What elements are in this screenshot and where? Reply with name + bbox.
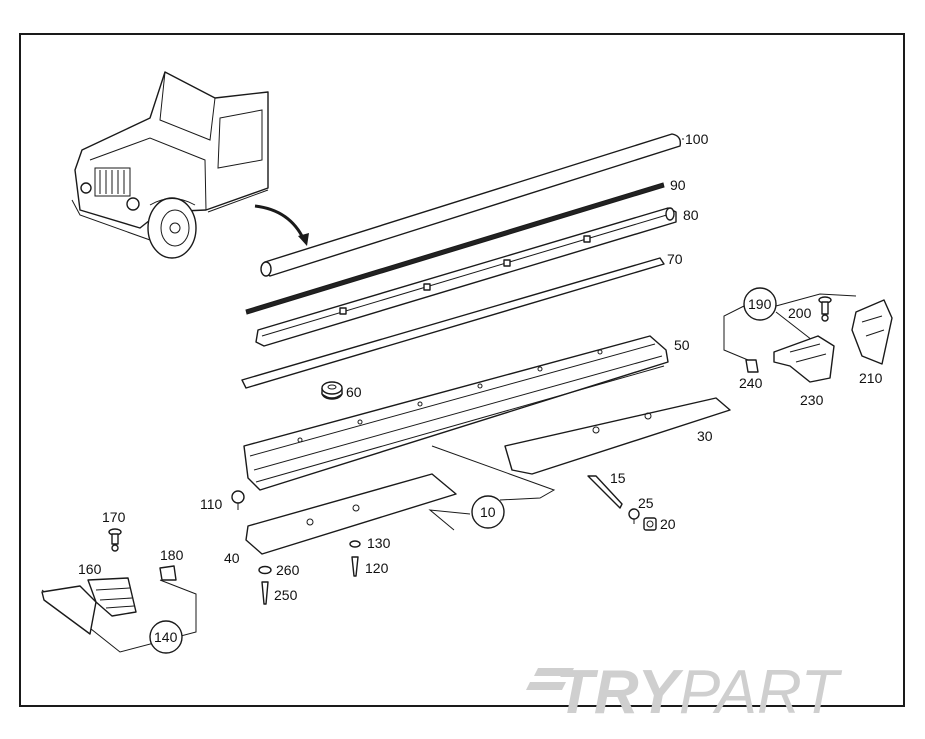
callout-70: 70	[667, 251, 683, 267]
callout-140-circle	[149, 620, 183, 654]
callout-50: 50	[674, 337, 690, 353]
part-20-nut	[643, 517, 657, 531]
diagram-frame	[19, 33, 905, 707]
part-30-rear-panel	[504, 397, 731, 475]
watermark-speed-lines	[526, 668, 574, 690]
watermark-bold: TRY	[556, 658, 685, 727]
part-80-channel-rail	[255, 207, 677, 347]
callout-210: 210	[859, 370, 883, 386]
callout-250: 250	[274, 587, 298, 603]
callout-260: 260	[276, 562, 300, 578]
part-200-clip	[818, 296, 832, 322]
callout-190-circle	[743, 287, 777, 321]
callout-140: 140	[154, 629, 178, 645]
part-170-clip	[108, 528, 122, 552]
callout-10: 10	[480, 504, 496, 520]
callout-110: 110	[200, 496, 223, 512]
part-250-screw	[261, 581, 269, 605]
callout-25: 25	[638, 495, 654, 511]
part-100-trim-strip	[260, 133, 684, 277]
callout-100: 100	[685, 131, 709, 147]
callout-130: 130	[367, 535, 391, 551]
callout-10-circle	[471, 495, 505, 529]
callout-20: 20	[660, 516, 676, 532]
watermark-light: PART	[679, 658, 843, 727]
callout-30: 30	[697, 428, 713, 444]
callout-80: 80	[683, 207, 699, 223]
part-25-bolt	[628, 508, 640, 524]
callout-240: 240	[739, 375, 763, 391]
part-120-screw	[351, 556, 359, 577]
callout-160: 160	[78, 561, 102, 577]
vehicle-illustration	[71, 71, 309, 259]
part-60-rubber-buffer	[321, 381, 343, 400]
callout-60: 60	[346, 384, 362, 400]
assembly-140-group	[41, 565, 197, 653]
callout-40: 40	[224, 550, 240, 566]
part-130-washer	[349, 540, 361, 548]
part-15-bracket	[587, 475, 623, 509]
callout-90: 90	[670, 177, 686, 193]
svg-text:TRYPART: TRYPART	[556, 658, 843, 727]
callout-200: 200	[788, 305, 812, 321]
callout-230: 230	[800, 392, 824, 408]
callout-120: 120	[365, 560, 389, 576]
trypart-watermark: TRYPART	[526, 658, 843, 727]
part-50-sill-carrier	[243, 335, 669, 491]
part-40-front-panel	[245, 473, 457, 555]
part-70-flat-strip	[241, 257, 665, 389]
callout-170: 170	[102, 509, 126, 525]
part-110-screw	[231, 490, 245, 510]
callout-190: 190	[748, 296, 772, 312]
callout-180: 180	[160, 547, 184, 563]
assembly-10-leaders	[428, 445, 556, 531]
part-260-washer	[258, 565, 272, 575]
callout-15: 15	[610, 470, 626, 486]
part-90-rubber-seal	[245, 182, 665, 315]
assembly-190-group	[723, 293, 893, 383]
